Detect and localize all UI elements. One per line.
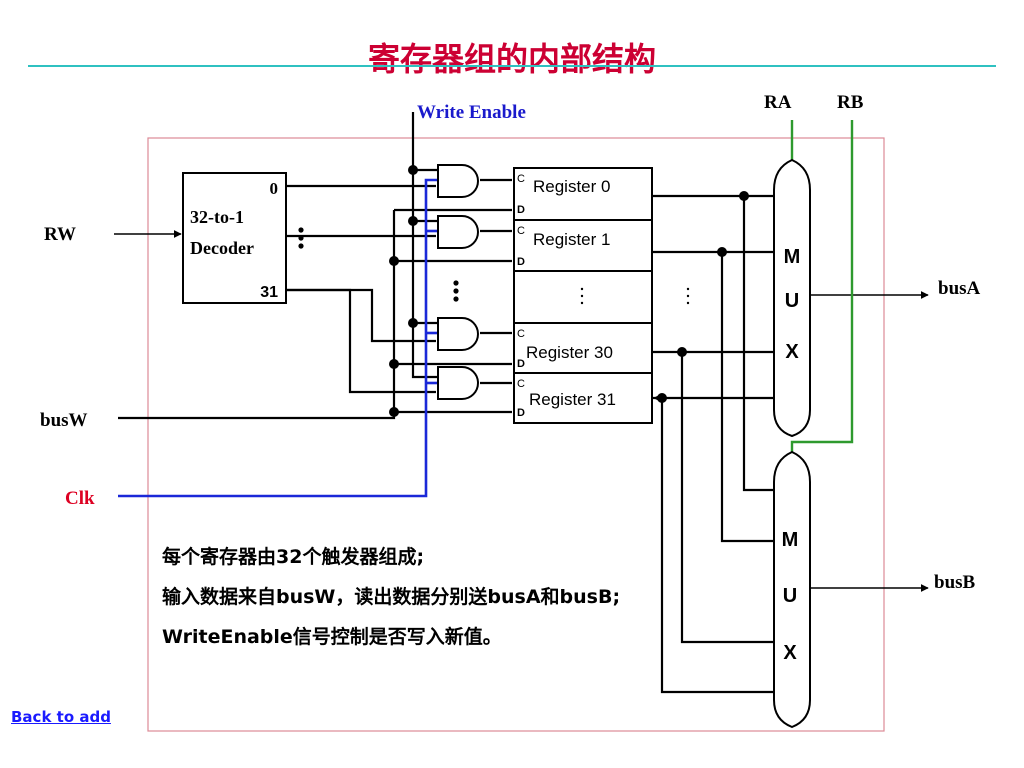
register-box (513, 167, 653, 221)
mux-letter: X (783, 642, 797, 664)
note-2: 输入数据来自busW，读出数据分别送busA和busB; (162, 586, 621, 608)
mux-top-shape (773, 158, 811, 438)
register-name: Register 0 (533, 177, 610, 196)
register-box (513, 372, 653, 424)
register-box (513, 219, 653, 272)
mux-letter: M (784, 246, 801, 268)
decoder-output-0: 0 (270, 179, 279, 198)
note-1: 每个寄存器由32个触发器组成; (162, 546, 425, 568)
ra-label: RA (764, 92, 792, 113)
register-c-label: C (517, 328, 525, 340)
mux-bottom-shape (773, 450, 811, 729)
and-gates (437, 164, 479, 400)
decoder-line-2: Decoder (190, 238, 254, 258)
register-name: Register 1 (533, 230, 610, 249)
register-column (513, 167, 653, 424)
wires (118, 112, 774, 694)
and-gate (437, 215, 479, 249)
circuit-frame (147, 137, 885, 732)
busw-label: busW (40, 410, 88, 431)
notes: 每个寄存器由32个触发器组成; 输入数据来自busW，读出数据分别送busA和b… (162, 544, 662, 650)
mux-letter: U (785, 290, 799, 312)
register-c-label: C (517, 378, 525, 390)
back-to-add-link[interactable]: Back to add (11, 708, 111, 726)
and-gate (437, 164, 479, 198)
and-gate (437, 366, 479, 400)
and-gate (437, 317, 479, 351)
register-box (513, 322, 653, 374)
mux-bottom-letters: M U X (782, 529, 799, 664)
busb-label: busB (934, 572, 976, 593)
register-box (513, 270, 653, 324)
register-d-label: D (517, 204, 525, 216)
decoder-ellipsis (298, 227, 304, 249)
mux-letter: M (782, 529, 799, 551)
clk-label: Clk (65, 488, 95, 509)
register-c-label: C (517, 173, 525, 185)
register-labels: C Register 0 D C Register 1 D C Register… (517, 173, 616, 419)
mux-top-letters: M U X (784, 246, 801, 363)
decoder-box (182, 172, 287, 304)
slide-title: 寄存器组的内部结构 (367, 40, 656, 79)
rw-label: RW (44, 224, 76, 245)
decoder-output-31: 31 (260, 284, 278, 301)
rb-label: RB (837, 92, 864, 113)
gate-ellipsis (453, 280, 459, 302)
register-d-label: D (517, 358, 525, 370)
junction-dots (389, 165, 749, 417)
busa-label: busA (938, 278, 981, 299)
decoder-line-1: 32-to-1 (190, 207, 244, 227)
mux-letter: X (785, 341, 799, 363)
write-enable-label: Write Enable (417, 102, 526, 123)
register-name: Register 30 (526, 343, 613, 362)
register-c-label: C (517, 225, 525, 237)
register-d-label: D (517, 407, 525, 419)
select-wires (790, 120, 854, 455)
register-d-label: D (517, 256, 525, 268)
note-3: WriteEnable信号控制是否写入新值。 (162, 626, 502, 648)
register-vertical-ellipsis (580, 287, 690, 305)
clock-wire (118, 178, 437, 498)
mux-letter: U (783, 585, 797, 607)
register-name: Register 31 (529, 390, 616, 409)
